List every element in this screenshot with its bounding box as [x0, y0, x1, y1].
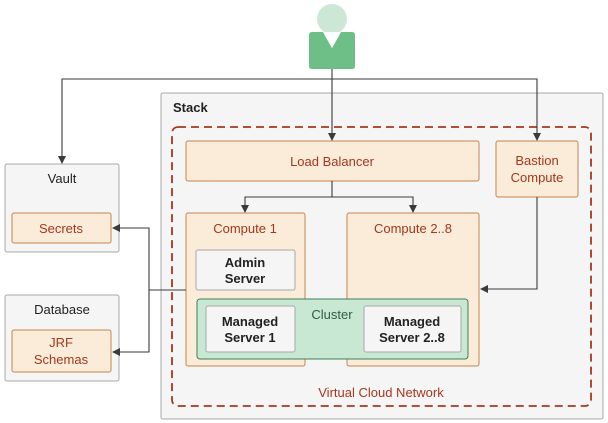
vault-box: Vault Secrets — [4, 163, 120, 253]
database-box: Database JRF Schemas — [4, 294, 120, 382]
managed-server-2-8-line1: Managed — [384, 314, 440, 329]
lb-to-compute-2-8-arrow — [332, 196, 417, 213]
compute-to-secrets-arrow — [112, 224, 150, 290]
compute-1-label: Compute 1 — [213, 221, 277, 236]
load-balancer-box: Load Balancer — [185, 140, 480, 182]
vcn-boundary: Virtual Cloud Network — [171, 126, 592, 407]
secrets-label: Secrets — [39, 221, 84, 236]
vault-title: Vault — [48, 171, 77, 186]
admin-server-box: Admin Server — [195, 249, 296, 291]
admin-server-line2: Server — [225, 271, 265, 286]
compute-2-8-label: Compute 2..8 — [374, 221, 452, 236]
bastion-label-line2: Compute — [511, 170, 564, 185]
secrets-box — [11, 212, 112, 244]
bastion-label-line1: Bastion — [515, 153, 558, 168]
stack-title: Stack — [173, 100, 208, 115]
managed-server-1-line2: Server 1 — [224, 330, 275, 345]
managed-server-2-8-line2: Server 2..8 — [379, 330, 445, 345]
connectors — [58, 69, 541, 356]
bastion-compute-box: Bastion Compute — [495, 140, 579, 198]
managed-server-1-line1: Managed — [222, 314, 278, 329]
managed-server-1-box: Managed Server 1 — [205, 305, 296, 353]
user-to-bastion-arrow — [332, 78, 541, 141]
vcn-label: Virtual Cloud Network — [318, 385, 444, 400]
database-title: Database — [34, 302, 90, 317]
lb-to-compute-1-arrow — [241, 196, 332, 213]
user-to-vault-arrow — [58, 78, 332, 164]
cluster-label: Cluster — [311, 307, 353, 322]
compute-to-jrf-arrow — [112, 290, 150, 356]
user-icon — [309, 4, 355, 69]
managed-server-2-8-box: Managed Server 2..8 — [363, 305, 462, 353]
bastion-to-compute-2-8-arrow — [480, 197, 538, 293]
jrf-schemas-label-line1: JRF — [49, 335, 73, 350]
jrf-schemas-label-line2: Schemas — [34, 352, 89, 367]
load-balancer-label: Load Balancer — [290, 154, 375, 169]
jrf-schemas-box — [11, 329, 112, 373]
admin-server-line1: Admin — [225, 255, 266, 270]
